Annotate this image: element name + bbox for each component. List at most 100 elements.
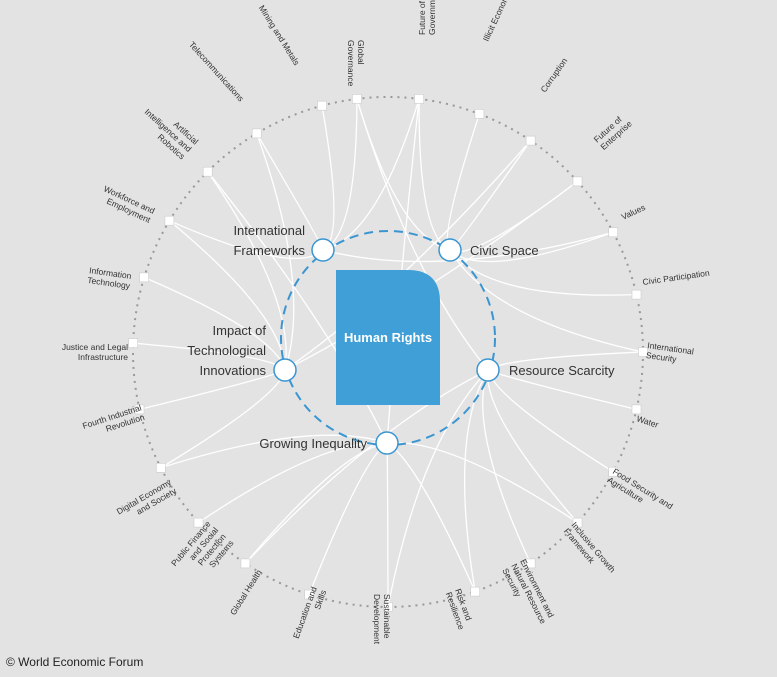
topic-label-sustainable-development[interactable]: SustainableDevelopment <box>372 594 392 645</box>
topic-marker-future-of-government[interactable] <box>414 94 424 104</box>
link-tech-telecommunications <box>256 133 295 371</box>
topic-label-line: Global Health <box>228 568 264 617</box>
topic-label-mining-and-metals[interactable]: Mining and Metals <box>257 3 302 67</box>
topic-marker-international-security[interactable] <box>638 347 648 357</box>
topic-marker-values[interactable] <box>608 227 619 238</box>
key-issue-label-civic[interactable]: Civic Space <box>470 243 539 258</box>
link-tech-artificial-intelligence-and-robotics <box>207 171 287 371</box>
topic-marker-fourth-industrial-revolution[interactable] <box>134 404 145 415</box>
center-topic-label: Human Rights <box>344 330 432 345</box>
key-issue-label-inequality[interactable]: Growing Inequality <box>259 436 367 451</box>
topic-label-inclusive-growth-framework[interactable]: Inclusive GrowthFramework <box>562 520 618 581</box>
topic-marker-global-governance[interactable] <box>352 94 362 104</box>
link-resource-food-security-and-agriculture <box>487 369 614 473</box>
topic-label-line: Government <box>427 0 437 35</box>
topic-label-line: Corruption <box>538 56 569 94</box>
topic-marker-telecommunications[interactable] <box>251 128 262 139</box>
key-issue-node-tech[interactable] <box>273 358 297 382</box>
topic-label-line: Infrastructure <box>78 352 128 362</box>
key-issue-label-resource[interactable]: Resource Scarcity <box>509 363 615 378</box>
topic-label-line: Future of <box>417 0 427 35</box>
topic-label-fourth-industrial-revolution[interactable]: Fourth IndustrialRevolution <box>81 402 146 440</box>
topic-marker-sustainable-development[interactable] <box>383 602 393 612</box>
topic-marker-food-security-and-agriculture[interactable] <box>608 466 619 477</box>
topic-marker-future-of-enterprise[interactable] <box>572 176 583 187</box>
copyright-notice: © World Economic Forum <box>6 655 144 669</box>
topic-label-workforce-and-employment[interactable]: Workforce andEmployment <box>98 183 157 225</box>
topic-marker-water[interactable] <box>631 404 642 415</box>
topic-label-line: Development <box>372 594 382 645</box>
link-civic-corruption <box>449 140 532 251</box>
topic-label-future-of-enterprise[interactable]: Future ofEnterprise <box>592 111 634 152</box>
link-civic-future-of-enterprise <box>449 180 578 253</box>
link-inequality-sustainable-development <box>386 442 389 608</box>
topic-label-digital-economy-and-society[interactable]: Digital Economyand Society <box>115 477 179 525</box>
topic-label-global-governance[interactable]: GlobalGovernance <box>346 40 366 87</box>
link-inequality-digital-economy-and-society <box>160 434 388 469</box>
topic-label-line: Values <box>620 202 647 222</box>
key-issue-label-line: Resource Scarcity <box>509 363 615 378</box>
link-resource-environment-and-natural-resource-security <box>482 369 532 564</box>
topic-marker-information-technology[interactable] <box>139 272 149 283</box>
link-inequality-inclusive-growth-framework <box>386 441 578 524</box>
link-civic-illicit-economy <box>446 113 481 251</box>
topic-marker-education-and-skills[interactable] <box>304 589 315 600</box>
topic-label-corruption[interactable]: Corruption <box>538 56 569 94</box>
topic-label-artificial-intelligence-and-robotics[interactable]: ArtificialIntelligence andRobotics <box>136 99 201 162</box>
topic-label-information-technology[interactable]: InformationTechnology <box>87 265 133 291</box>
topic-label-line: Illicit Economy <box>481 0 513 43</box>
topic-label-global-health[interactable]: Global Health <box>228 568 264 617</box>
link-resource-global-governance <box>356 98 489 371</box>
topic-label-line: Water <box>635 413 660 429</box>
topic-marker-civic-participation[interactable] <box>631 289 642 300</box>
topic-label-line: Sustainable <box>382 594 392 639</box>
key-issue-label-line: Technological <box>187 343 266 358</box>
topic-label-illicit-economy[interactable]: Illicit Economy <box>481 0 513 43</box>
topic-label-environment-and-natural-resource-security[interactable]: Environment andNatural ResourceSecurity <box>500 557 557 630</box>
topic-marker-corruption[interactable] <box>525 135 536 146</box>
link-resource-sustainable-development <box>387 369 489 608</box>
topic-marker-justice-and-legal-infrastructure[interactable] <box>128 338 138 348</box>
key-issue-node-intl[interactable] <box>311 238 335 262</box>
key-issue-label-line: International <box>233 223 305 238</box>
topic-marker-inclusive-growth-framework[interactable] <box>572 517 583 528</box>
topic-label-education-and-skills[interactable]: Education andSkills <box>291 585 328 643</box>
topic-marker-digital-economy-and-society[interactable] <box>156 462 166 473</box>
topic-marker-workforce-and-employment[interactable] <box>164 215 175 226</box>
topic-label-telecommunications[interactable]: Telecommunications <box>187 39 246 103</box>
topic-label-civic-participation[interactable]: Civic Participation <box>642 268 711 287</box>
topic-label-line: Global <box>356 40 366 65</box>
key-issue-node-civic[interactable] <box>438 238 462 262</box>
link-civic-future-of-government <box>418 98 451 251</box>
topic-marker-mining-and-metals[interactable] <box>317 100 327 111</box>
key-issue-label-line: Civic Space <box>470 243 539 258</box>
link-civic-international-security <box>449 249 644 353</box>
topic-label-public-finance-and-social-protection-systems[interactable]: Public Financeand SocialProtectionSystem… <box>169 519 236 588</box>
topic-label-values[interactable]: Values <box>620 202 647 222</box>
topic-label-international-security[interactable]: InternationalSecurity <box>645 340 694 366</box>
key-issue-node-inequality[interactable] <box>375 431 399 455</box>
topic-label-future-of-government[interactable]: Future ofGovernment <box>417 0 437 35</box>
topic-marker-illicit-economy[interactable] <box>474 109 485 119</box>
topic-marker-public-finance-and-social-protection-systems[interactable] <box>193 517 204 528</box>
topic-marker-environment-and-natural-resource-security[interactable] <box>525 558 536 569</box>
center-topic-shape[interactable] <box>336 270 440 405</box>
topic-marker-artificial-intelligence-and-robotics[interactable] <box>202 166 213 177</box>
link-inequality-global-health <box>244 442 388 564</box>
key-issue-label-line: Growing Inequality <box>259 436 367 451</box>
topic-marker-risk-and-resilience[interactable] <box>470 586 481 597</box>
link-resource-global-health <box>244 369 489 564</box>
topic-label-water[interactable]: Water <box>635 413 660 429</box>
topic-marker-global-health[interactable] <box>240 558 251 569</box>
link-inequality-artificial-intelligence-and-robotics <box>207 171 388 444</box>
topic-label-food-security-and-agriculture[interactable]: Food Security andAgriculture <box>606 466 675 520</box>
link-resource-risk-and-resilience <box>463 369 489 592</box>
key-issue-node-resource[interactable] <box>476 358 500 382</box>
link-resource-inclusive-growth-framework <box>487 369 578 524</box>
